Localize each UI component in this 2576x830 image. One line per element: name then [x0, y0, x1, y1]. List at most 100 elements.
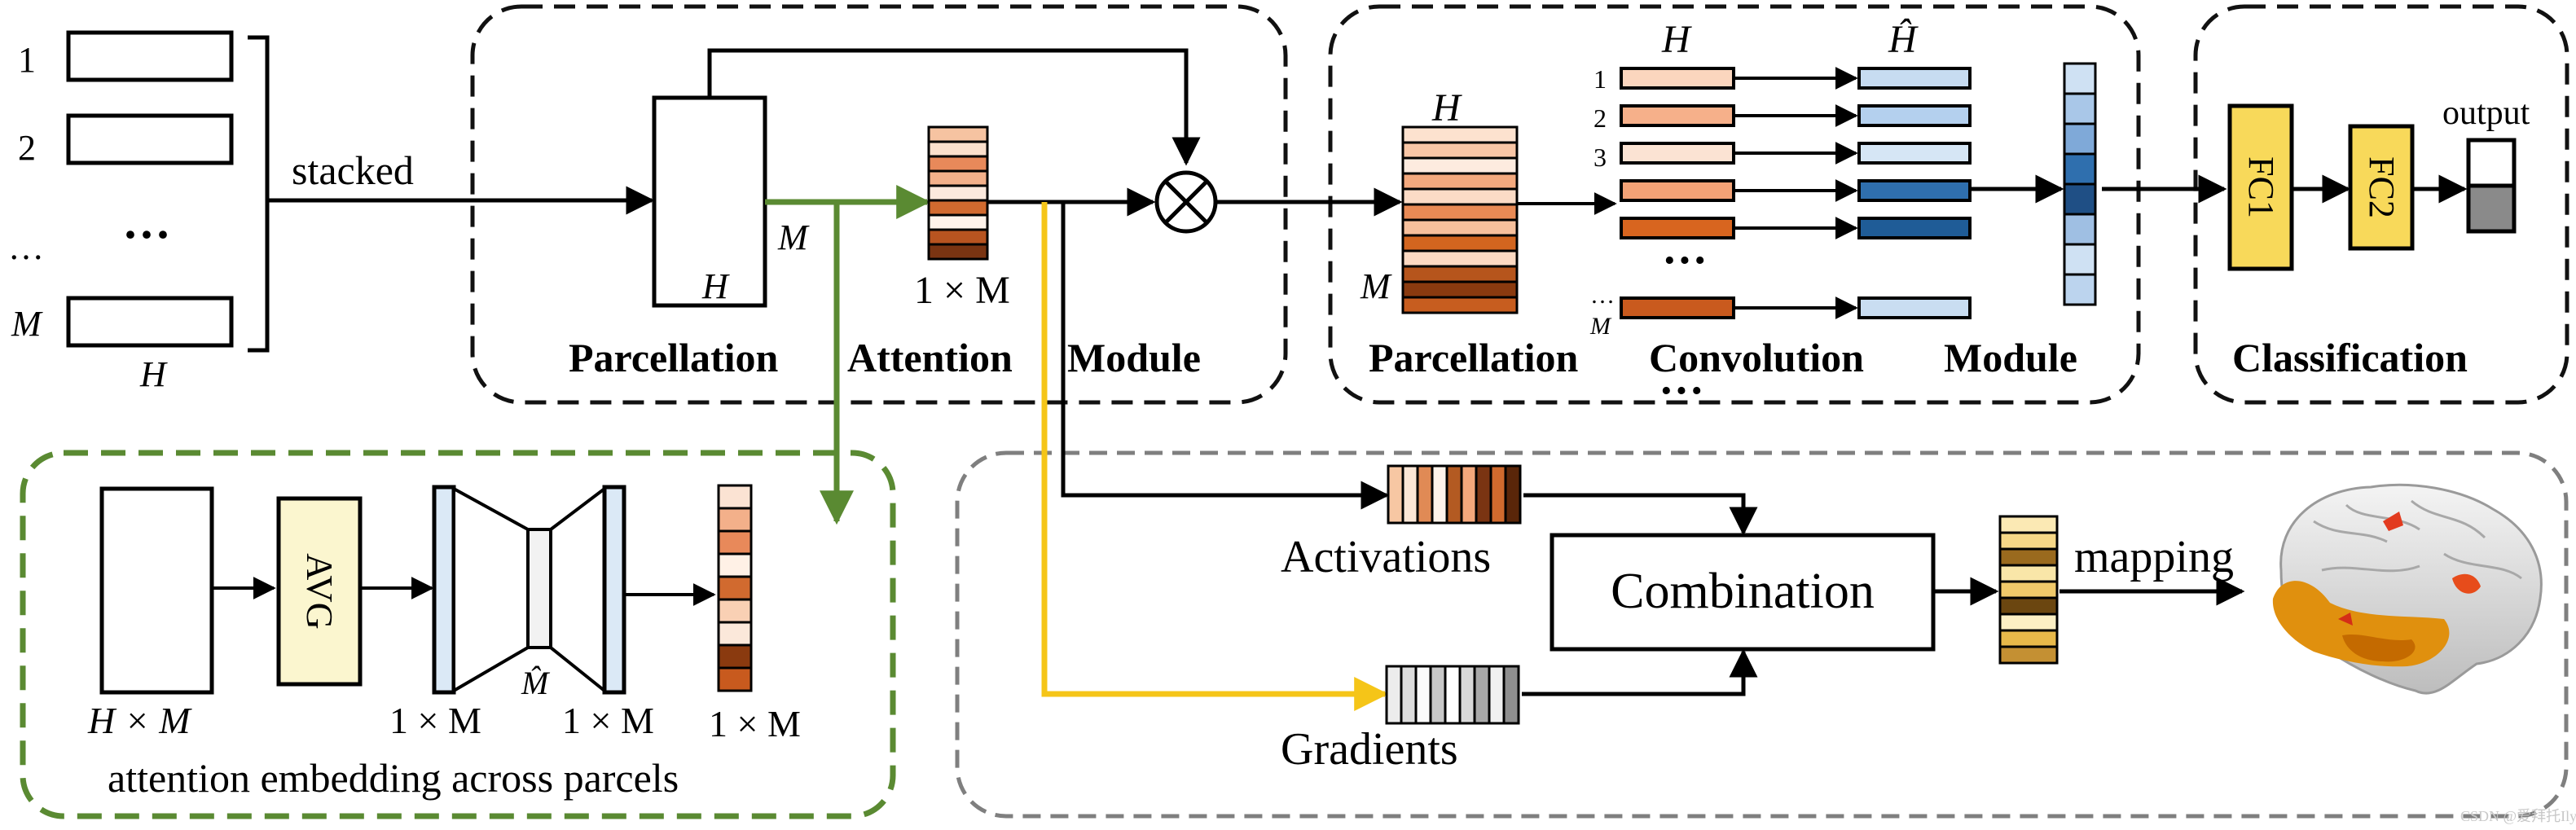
fc2-label: FC2 — [2362, 156, 2402, 218]
embedding-frame — [20, 450, 896, 819]
importance-cell — [1998, 596, 2059, 616]
encoder-input-bar — [432, 485, 456, 695]
pcm-stack-cell — [1401, 265, 1519, 283]
pcm-stack-cell — [1401, 296, 1519, 314]
activation-cell — [1475, 464, 1492, 525]
pcm-row-number-3: 3 — [1594, 143, 1607, 172]
pcm-row-output — [1857, 104, 1972, 127]
pcm-output-cell — [2063, 182, 2097, 216]
pam-attention-vector — [927, 125, 989, 261]
embedding-cell — [717, 552, 753, 578]
pam-title-part3: Module — [1067, 335, 1201, 380]
avg-box — [276, 496, 363, 687]
embedding-cell — [717, 529, 753, 556]
embedding-cell — [717, 643, 753, 670]
embed-label-1xm-b: 1 × M — [562, 700, 654, 741]
pcm-row-input — [1620, 217, 1735, 239]
gradients-to-combination-arrow — [1522, 648, 1758, 696]
input-dots: ··· — [122, 208, 171, 261]
activation-cell — [1489, 464, 1507, 525]
pcm-row-input — [1620, 142, 1735, 165]
importance-cell — [1998, 564, 2059, 583]
attention-cell — [927, 184, 989, 202]
pam-m-label: M — [777, 217, 810, 257]
pcm-stack-cell — [1401, 203, 1519, 222]
importance-cell — [1998, 547, 2059, 567]
activation-cell — [1401, 464, 1419, 525]
activation-cell — [1387, 464, 1404, 525]
gradient-cell — [1488, 665, 1506, 725]
embed-label-hxm: H × M — [87, 700, 192, 741]
attention-cell — [927, 169, 989, 187]
activation-branch-arrow — [1061, 202, 1390, 510]
pam-attention-label: 1 × M — [914, 269, 1010, 312]
combination-box — [1550, 533, 1936, 652]
attention-cell — [927, 125, 989, 143]
pcm-frame — [1328, 4, 2141, 405]
decoder-output-bar — [602, 485, 626, 695]
input-brace — [248, 35, 281, 353]
pcm-row-input — [1620, 104, 1735, 127]
input-row-label-2: 2 — [18, 128, 36, 168]
activations-to-combination-arrow — [1523, 493, 1758, 536]
output-top-cell — [2466, 138, 2517, 188]
pcm-h-top-label: H — [1661, 18, 1692, 61]
brain-map-image — [2272, 483, 2543, 695]
embedding-cell — [717, 621, 753, 647]
gradients-label: Gradients — [1281, 724, 1458, 775]
attention-cell — [927, 213, 989, 231]
attention-cell — [927, 155, 989, 173]
classification-frame — [2193, 4, 2569, 405]
pcm-stack-cell — [1401, 218, 1519, 237]
pcm-row-input — [1620, 67, 1735, 90]
embedding-cell — [717, 484, 753, 510]
pcm-bottom-dots: ··· — [1659, 366, 1704, 416]
pcm-output-cell — [2063, 243, 2097, 276]
mhat-label: M̂ — [521, 665, 551, 701]
embed-attention-vector — [717, 484, 753, 692]
pcm-stack-cell — [1401, 156, 1519, 175]
pcm-row-output — [1857, 67, 1972, 90]
importance-cell — [1998, 629, 2059, 648]
pcm-title-part2: Convolution — [1649, 335, 1864, 380]
watermark: CSDN @爱拜托Ily — [2460, 808, 2576, 824]
pcm-output-cell — [2063, 122, 2097, 156]
gradient-cell — [1473, 665, 1491, 725]
pcm-stack-cell — [1401, 280, 1519, 299]
pcm-stack-cell — [1401, 125, 1519, 144]
importance-cell — [1998, 613, 2059, 632]
attention-cell — [927, 243, 989, 261]
pam-input-matrix — [652, 95, 767, 308]
stacked-label: stacked — [292, 147, 414, 193]
bottleneck-funnel-left — [452, 485, 530, 694]
pam-h-label: H — [701, 266, 730, 306]
activation-cell — [1431, 464, 1448, 525]
pcm-rows-m-label: M — [1589, 313, 1612, 340]
activations-vector — [1387, 464, 1522, 525]
embedding-cell — [717, 507, 753, 533]
input-parcel-m — [66, 296, 234, 348]
pam-skip-arrow — [707, 48, 1201, 166]
pam-title-part1: Parcellation — [569, 335, 779, 380]
embed-label-1xm-a: 1 × M — [389, 700, 481, 741]
pcm-hprime-label: Ĥ — [1888, 18, 1919, 61]
gradient-cell — [1385, 665, 1403, 725]
activation-cell — [1416, 464, 1434, 525]
gradient-cell — [1458, 665, 1476, 725]
activation-cell — [1460, 464, 1478, 525]
embedding-caption: attention embedding across parcels — [108, 755, 679, 801]
avg-label: AVG — [299, 553, 341, 630]
embed-label-1xm-c: 1 × M — [709, 703, 801, 744]
pcm-stack-cell — [1401, 234, 1519, 253]
attention-cell — [927, 228, 989, 246]
pcm-h-label: H — [1431, 86, 1462, 130]
pcm-title-part3: Module — [1944, 335, 2077, 380]
input-parcel-2 — [66, 113, 234, 165]
gradient-cell — [1414, 665, 1432, 725]
pcm-row-input — [1620, 179, 1735, 202]
gradient-branch-arrow — [1041, 202, 1389, 711]
importance-cell — [1998, 515, 2059, 534]
importance-cell — [1998, 531, 2059, 551]
pcm-rows-small-ellipsis: … — [1590, 282, 1615, 309]
embedding-cell — [717, 598, 753, 624]
